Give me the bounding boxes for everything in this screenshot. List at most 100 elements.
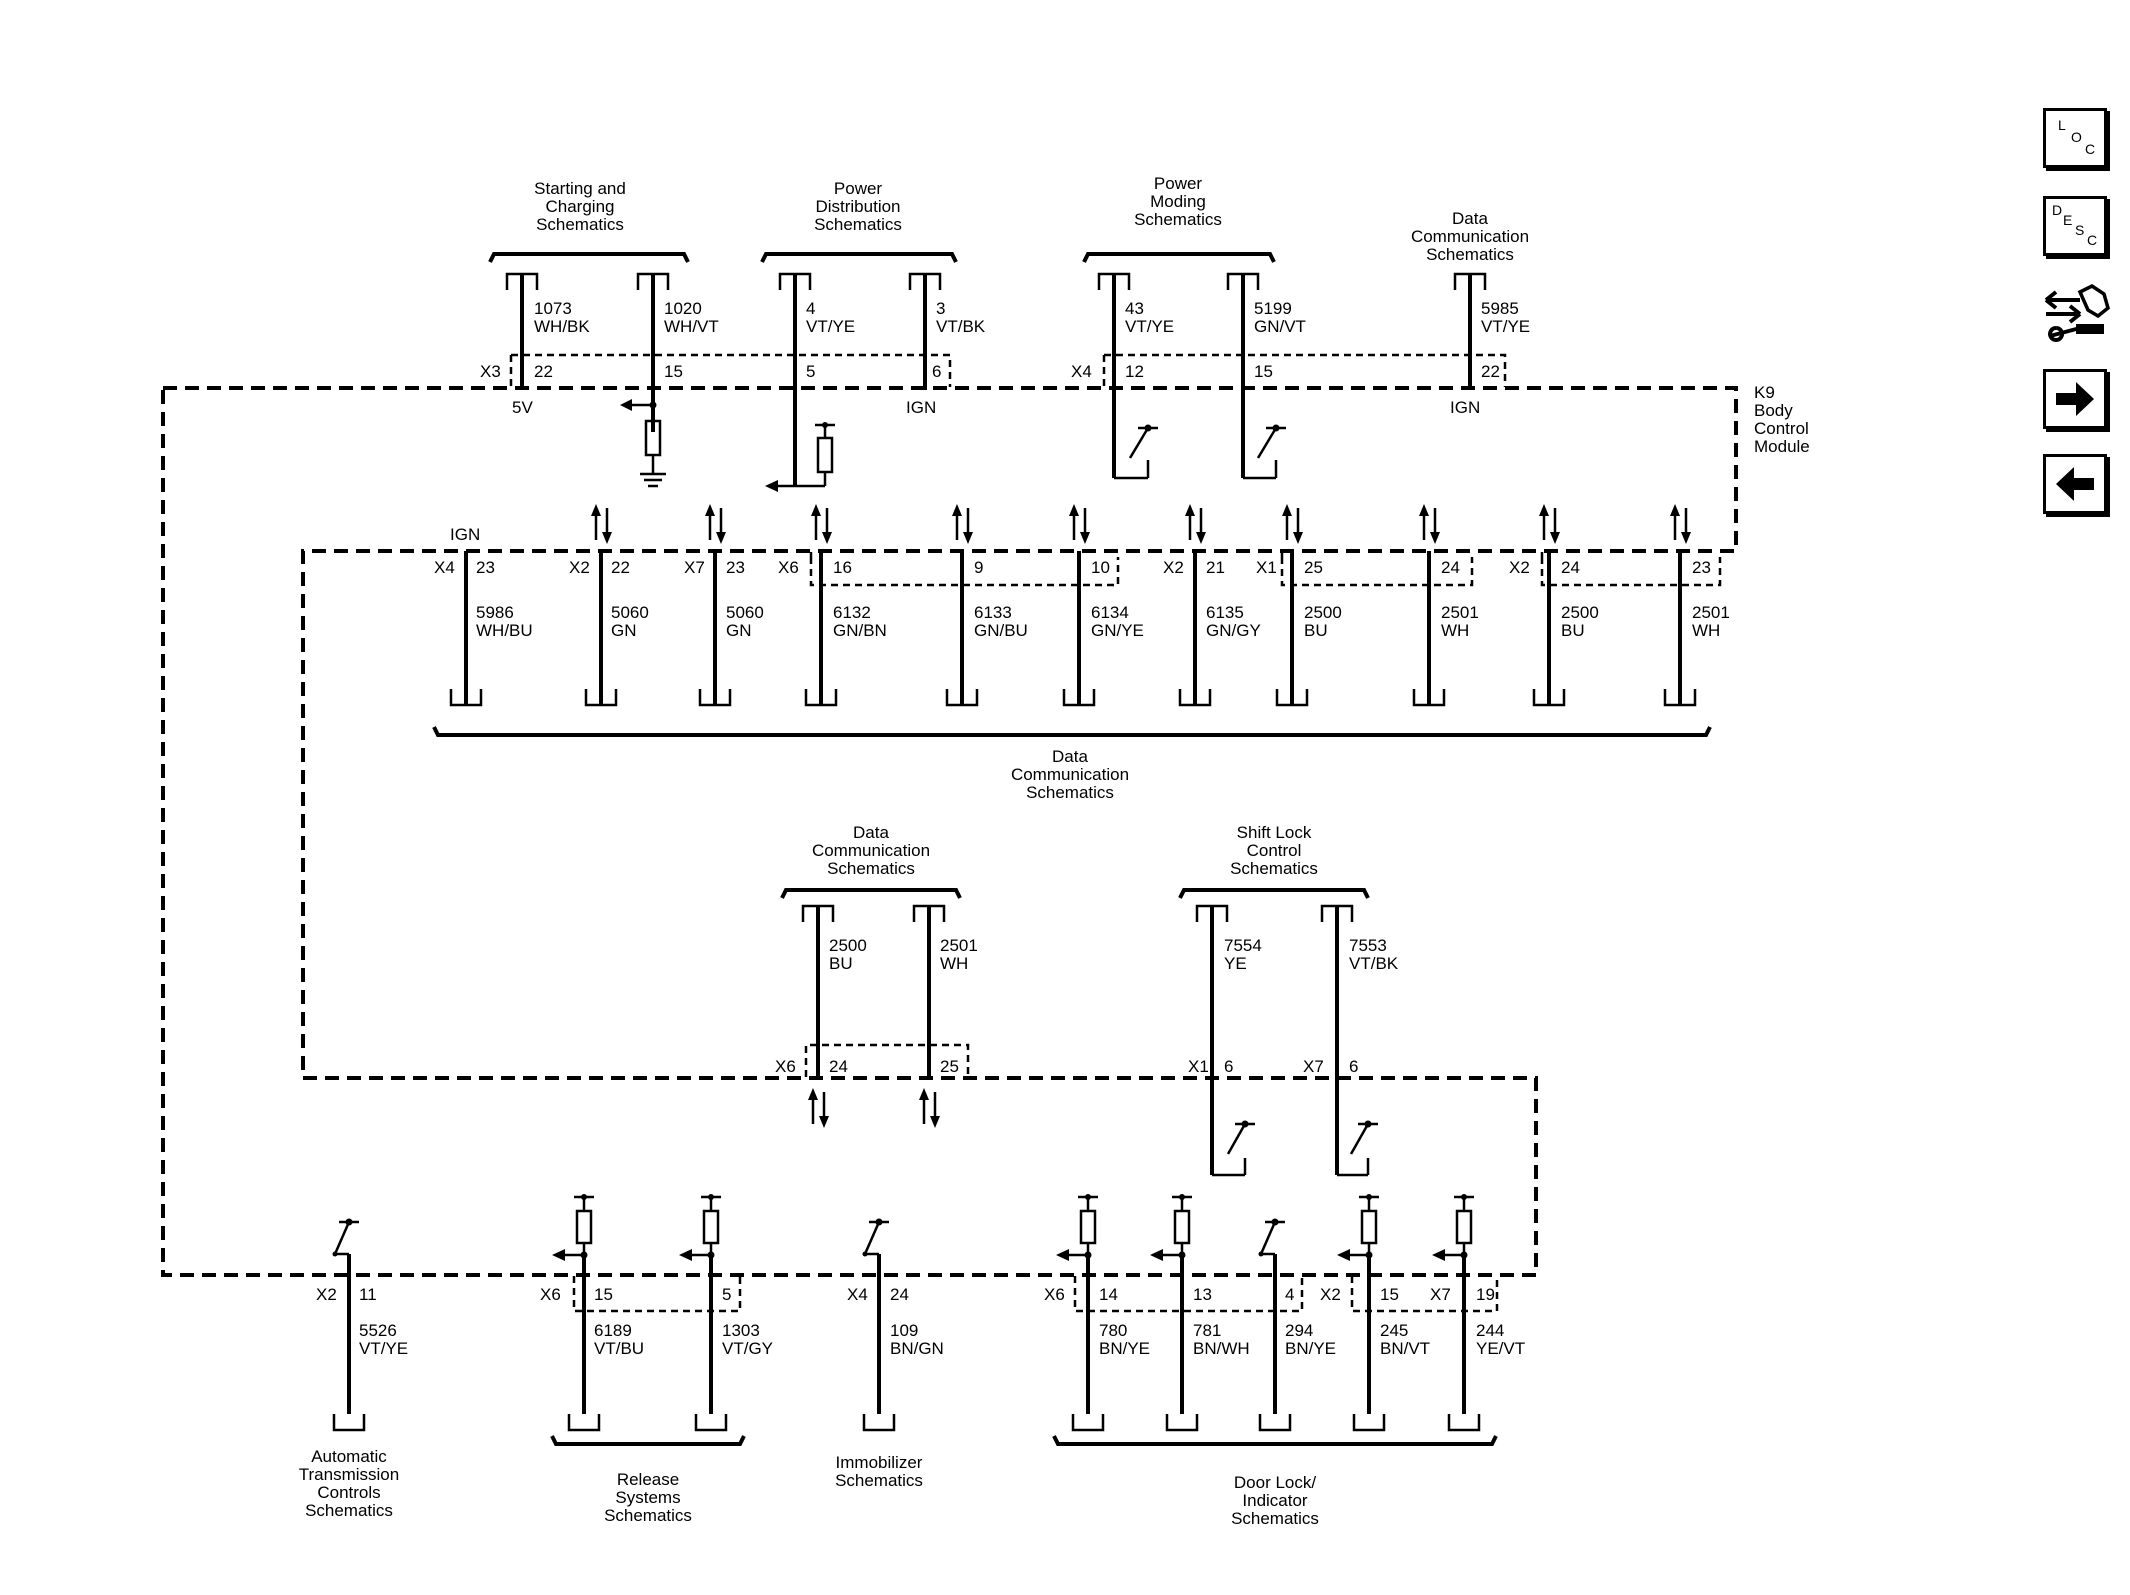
- group-label-shift-lock: Schematics: [1230, 859, 1318, 878]
- connector-id: X6: [1044, 1285, 1065, 1304]
- pin-number: 23: [726, 558, 745, 577]
- pin-number: 23: [476, 558, 495, 577]
- connector-id: X6: [540, 1285, 561, 1304]
- circuit-number: 3: [936, 299, 945, 318]
- wire-color: BU: [829, 954, 853, 973]
- group-label-starting: Charging: [546, 197, 615, 216]
- circuit-number: 780: [1099, 1321, 1127, 1340]
- module-outline: K9 Body Control Module: [161, 353, 1810, 1313]
- pin-number: 6: [1349, 1057, 1358, 1076]
- connector-id: X2: [1320, 1285, 1341, 1304]
- desc-letter: C: [2087, 232, 2098, 248]
- group-label-shift-lock: Shift Lock: [1237, 823, 1312, 842]
- group-label-auto-trans: Schematics: [305, 1501, 393, 1520]
- pin-number: 11: [359, 1285, 377, 1304]
- module-name: Body: [1754, 401, 1793, 420]
- wire-color: VT/YE: [359, 1339, 408, 1358]
- group-label-release: Release: [617, 1470, 679, 1489]
- group-label-power-dist: Power: [834, 179, 883, 198]
- next-page-button[interactable]: [2043, 369, 2107, 429]
- connector-id: X2: [316, 1285, 337, 1304]
- circuit-number: 7554: [1224, 936, 1262, 955]
- wire-color: YE/VT: [1476, 1339, 1525, 1358]
- wire-color: WH: [1441, 621, 1469, 640]
- connector-id: X4: [847, 1285, 868, 1304]
- circuit-number: 43: [1125, 299, 1144, 318]
- wire-color: BN/YE: [1285, 1339, 1336, 1358]
- pin-number: 24: [829, 1057, 848, 1076]
- group-label-release: Schematics: [604, 1506, 692, 1525]
- group-label-data-comm-mid: Communication: [1011, 765, 1129, 784]
- wire-color: VT/YE: [806, 317, 855, 336]
- pin-note: IGN: [906, 398, 936, 417]
- pin-number: 22: [1481, 362, 1500, 381]
- wire-color: WH/VT: [664, 317, 719, 336]
- pin-number: 24: [1441, 558, 1460, 577]
- circuit-number: 6189: [594, 1321, 632, 1340]
- circuit-number: 5526: [359, 1321, 397, 1340]
- group-label-auto-trans: Transmission: [299, 1465, 399, 1484]
- pin-number: 15: [664, 362, 683, 381]
- pin-number: 6: [932, 362, 941, 381]
- circuit-number: 5199: [1254, 299, 1292, 318]
- pin-number: 19: [1476, 1285, 1495, 1304]
- wire-color: GN/GY: [1206, 621, 1261, 640]
- group-label-auto-trans: Automatic: [311, 1447, 387, 1466]
- circuit-number: 7553: [1349, 936, 1387, 955]
- group-label-data-comm-top: Schematics: [1426, 245, 1514, 264]
- circuit-number: 5985: [1481, 299, 1519, 318]
- group-label-immobilizer: Schematics: [835, 1471, 923, 1490]
- wire-color: BN/GN: [890, 1339, 944, 1358]
- group-label-power-moding: Schematics: [1134, 210, 1222, 229]
- wire-color: VT/GY: [722, 1339, 773, 1358]
- module-name: K9: [1754, 383, 1775, 402]
- pin-number: 5: [806, 362, 815, 381]
- circuit-number: 294: [1285, 1321, 1313, 1340]
- location-button[interactable]: L O C: [2043, 108, 2107, 168]
- loc-letter: C: [2085, 141, 2096, 157]
- group-label-door-lock: Indicator: [1242, 1491, 1308, 1510]
- arrow-right-icon: [2056, 382, 2094, 416]
- connector-id: X6: [778, 558, 799, 577]
- circuit-number: 5060: [611, 603, 649, 622]
- connector-end-view-button[interactable]: [2040, 278, 2112, 350]
- connector-id: X7: [684, 558, 705, 577]
- group-label-release: Systems: [615, 1488, 680, 1507]
- connector-id: X3: [480, 362, 501, 381]
- circuit-number: 4: [806, 299, 815, 318]
- arrow-left-icon: [2056, 467, 2094, 501]
- wire-color: VT/BK: [1349, 954, 1399, 973]
- group-label-data-comm-low: Communication: [812, 841, 930, 860]
- wire-color: VT/YE: [1125, 317, 1174, 336]
- pin-number: 5: [722, 1285, 731, 1304]
- wire-color: GN/VT: [1254, 317, 1306, 336]
- group-label-immobilizer: Immobilizer: [836, 1453, 923, 1472]
- pin-number: 12: [1125, 362, 1144, 381]
- circuit-number: 6132: [833, 603, 871, 622]
- circuit-number: 5986: [476, 603, 514, 622]
- loc-letter: L: [2058, 117, 2066, 133]
- group-label-auto-trans: Controls: [317, 1483, 380, 1502]
- circuit-number: 6134: [1091, 603, 1129, 622]
- circuit-number: 6133: [974, 603, 1012, 622]
- wire-color: WH: [940, 954, 968, 973]
- group-label-data-comm-top: Communication: [1411, 227, 1529, 246]
- pin-note: IGN: [450, 525, 480, 544]
- circuit-number: 781: [1193, 1321, 1221, 1340]
- wire-color: BN/WH: [1193, 1339, 1250, 1358]
- lower-mid-section: Data Communication Schematics Shift Lock…: [775, 823, 1399, 1177]
- wire-color: BU: [1561, 621, 1585, 640]
- connector-id: X4: [1071, 362, 1092, 381]
- wire-color: GN: [726, 621, 752, 640]
- wire-color: BN/YE: [1099, 1339, 1150, 1358]
- previous-page-button[interactable]: [2043, 454, 2107, 514]
- connector-id: X7: [1430, 1285, 1451, 1304]
- circuit-number: 1020: [664, 299, 702, 318]
- group-label-power-moding: Moding: [1150, 192, 1206, 211]
- wire-color: GN/YE: [1091, 621, 1144, 640]
- description-button[interactable]: D E S C: [2043, 196, 2107, 256]
- bottom-section: X2 11 5526 VT/YE X6 15 6189 VT/BU 5 1303…: [299, 1192, 1525, 1528]
- mid-section: Data Communication Schematics IGN X4 23 …: [432, 502, 1730, 802]
- desc-letter: S: [2075, 222, 2085, 238]
